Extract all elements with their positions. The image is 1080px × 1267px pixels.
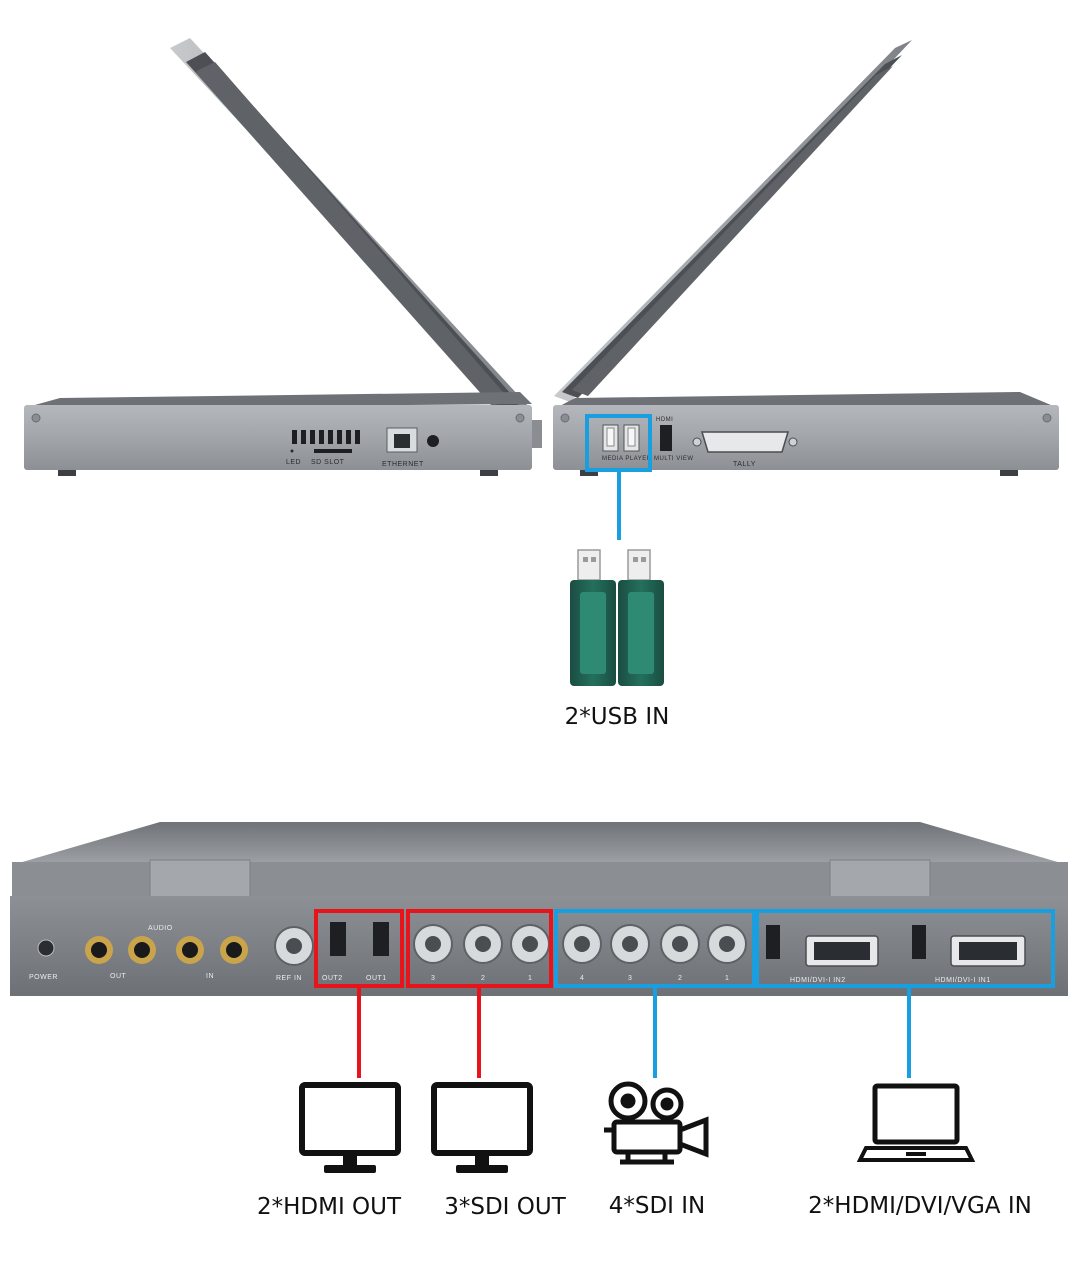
tally-label: TALLY [733,461,756,468]
sdi-out-label: 3*SDI OUT [444,1194,566,1220]
left-lid-screen-inner [195,62,510,406]
hinge-right [829,859,931,901]
audio-label: AUDIO [148,925,173,932]
out1-label: OUT1 [366,975,387,982]
hdmi-in1-port [912,925,926,959]
hinge-left [149,859,251,901]
hdmi-multiview-port [660,425,672,451]
multi-view-label: MULTI VIEW [654,456,694,462]
hdmi-out-label: 2*HDMI OUT [256,1194,402,1220]
audio-jacks [85,936,248,964]
sdi-out-num-2: 2 [481,975,485,982]
hdmi-out1-port [373,922,389,956]
tally-screw [788,437,798,447]
hdmi-dvi-in-highlight [755,909,1055,988]
laptop-icon [856,1083,976,1162]
video-camera-icon [604,1081,709,1165]
sdi-in-num-2: 2 [678,975,682,982]
sdi-in-num-4: 4 [580,975,584,982]
rear-lid-top [12,822,1068,865]
left-foot [58,470,76,476]
usb-in-label: 2*USB IN [564,704,670,730]
ethernet-socket [394,434,410,448]
sd-slot-vent [292,430,360,453]
right-side-view: MEDIA PLAYER HDMI MULTI VIEW TALLY [553,40,1059,540]
led-indicator [290,449,294,453]
usb-port-2-tongue [627,427,636,447]
out2-label: OUT2 [322,975,343,982]
right-foot [580,470,598,476]
screw [515,413,525,423]
screw [560,413,570,423]
sdi-in-label: 4*SDI IN [608,1193,706,1219]
right-deck-top [556,392,1058,408]
tally-screw [692,437,702,447]
hdmi-dvi-in2-label: HDMI/DVI-I IN2 [790,977,846,984]
hdmi-out2-port [330,922,346,956]
rear-panel: POWER AUDIO OUT IN REF IN OUT2 OUT1 3 2 … [10,822,1068,1078]
hdmi-dvi-in1-label: HDMI/DVI-I IN1 [935,977,991,984]
hdmi-in2-port [766,925,780,959]
audio-jack [427,435,439,447]
ethernet-label: ETHERNET [382,461,424,468]
sdi-in-num-1: 1 [725,975,729,982]
power-socket [37,939,55,957]
media-player-label: MEDIA PLAYER [602,456,652,462]
usb-drive-icon [570,549,664,686]
screw [31,413,41,423]
monitor-icon-2 [431,1082,533,1173]
left-foot-2 [480,470,498,476]
left-chassis-side [24,405,532,470]
led-label: LED [286,459,301,466]
left-deck-top [24,392,532,408]
ref-in-label: REF IN [276,975,302,982]
right-foot-2 [1000,470,1018,476]
sdi-out-bncs [413,924,550,964]
usb-port-1-tongue [606,427,615,447]
left-side-view: LED SD SLOT ETHERNET [24,38,542,476]
screw [1042,413,1052,423]
left-hinge-knob [532,420,542,448]
monitor-icon [299,1082,401,1173]
tally-connector [700,431,790,453]
right-lid-screen-inner [572,66,893,396]
audio-out-label: OUT [110,973,127,980]
audio-in-label: IN [206,973,214,980]
sd-slot-label: SD SLOT [311,459,345,466]
hdmi-label: HDMI [656,417,673,423]
right-chassis-side [553,405,1059,470]
sdi-out-num-3: 3 [431,975,435,982]
hdmi-dvi-vga-in-label: 2*HDMI/DVI/VGA IN [808,1193,1032,1219]
sdi-in-num-3: 3 [628,975,632,982]
sdi-in-bncs [562,924,747,964]
power-label: POWER [29,974,58,981]
sdi-out-num-1: 1 [528,975,532,982]
